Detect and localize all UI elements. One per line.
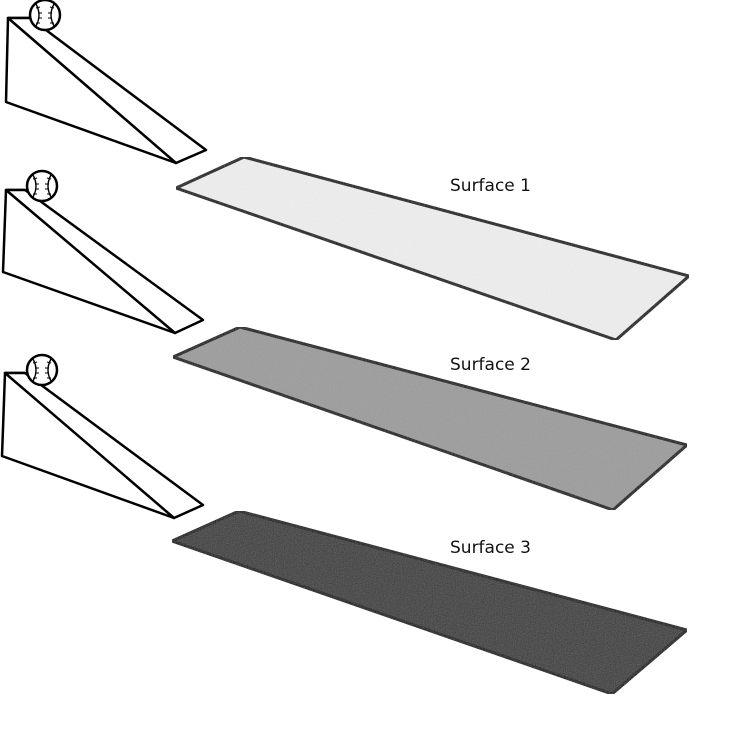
surface-3-plane xyxy=(170,509,689,696)
baseball-icon xyxy=(25,353,59,387)
ramp-1 xyxy=(4,16,208,165)
ramp-1-slope xyxy=(6,16,208,165)
surface-2-label: Surface 2 xyxy=(450,355,531,375)
surface-2-plane xyxy=(171,325,689,512)
ramp-2-slope xyxy=(4,188,205,335)
ramp-2 xyxy=(1,188,205,335)
surface-1-plane xyxy=(174,155,691,342)
surface-3-label: Surface 3 xyxy=(450,538,531,558)
ramp-3-slope xyxy=(3,371,205,520)
baseball-icon xyxy=(25,169,59,203)
baseball-icon xyxy=(28,0,62,32)
ramp-3 xyxy=(0,371,205,520)
surface-1-label: Surface 1 xyxy=(450,176,531,196)
